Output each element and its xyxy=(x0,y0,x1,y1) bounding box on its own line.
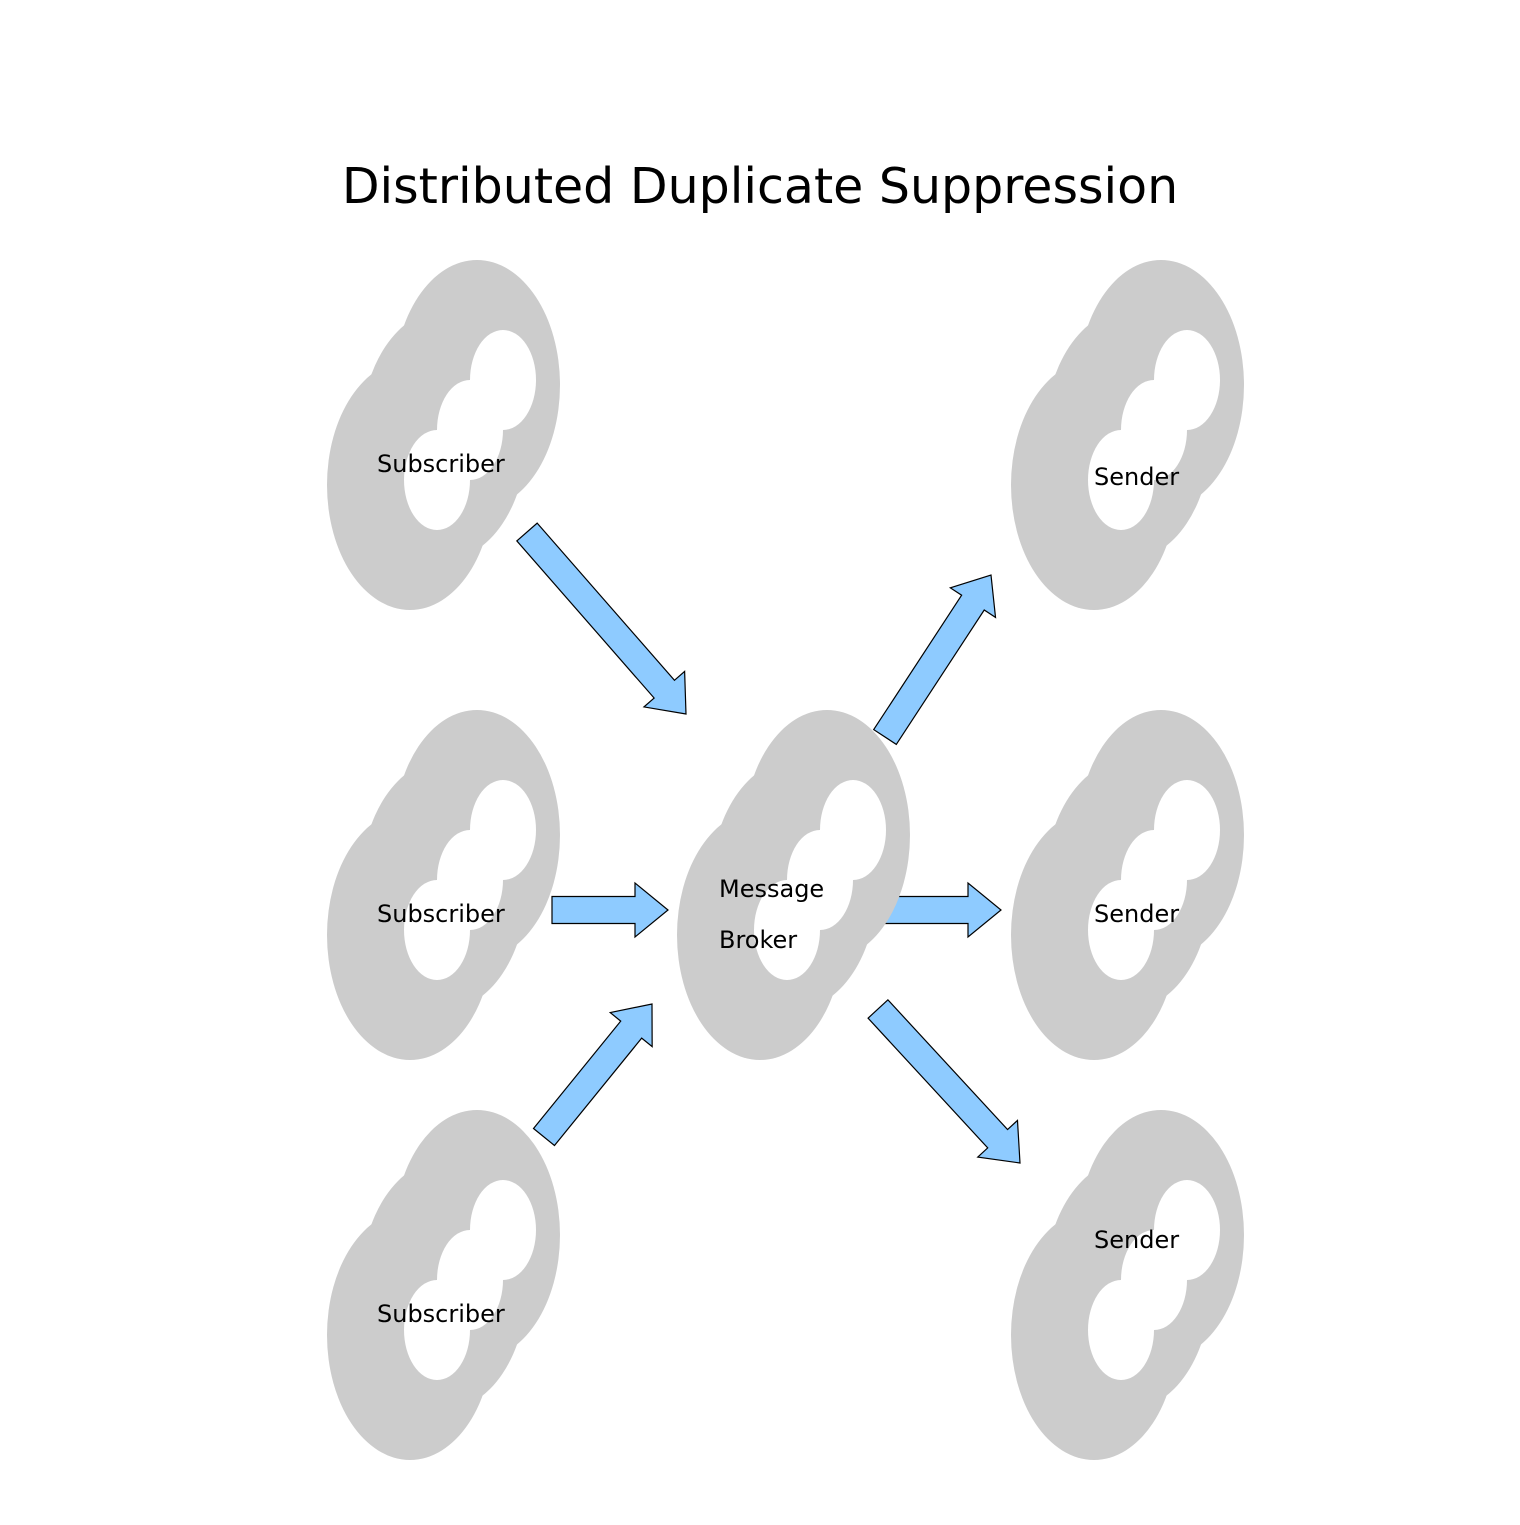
node-label: Sender xyxy=(1094,900,1179,928)
node-subscriber-1 xyxy=(327,260,560,610)
node-label: Subscriber xyxy=(377,900,505,928)
node-hole xyxy=(1088,880,1154,980)
node-hole xyxy=(1088,1280,1154,1380)
arrow-subscriber-2-to-broker xyxy=(551,881,669,939)
node-subscriber-2 xyxy=(327,710,560,1060)
node-hole xyxy=(404,430,470,530)
arrow-broker-to-sender-1 xyxy=(872,574,997,746)
node-hole xyxy=(404,1280,470,1380)
node-subscriber-3 xyxy=(327,1110,560,1460)
arrow-subscriber-1-to-broker xyxy=(515,522,687,715)
node-label: Subscriber xyxy=(377,1300,505,1328)
node-sender-1 xyxy=(1011,260,1244,610)
node-hole xyxy=(404,880,470,980)
node-sender-3 xyxy=(1011,1110,1244,1460)
diagram-title: Distributed Duplicate Suppression xyxy=(341,158,1179,215)
node-hole xyxy=(754,880,820,980)
node-label: Broker xyxy=(719,926,797,954)
arrow-subscriber-3-to-broker xyxy=(532,1003,653,1147)
node-hole xyxy=(1088,430,1154,530)
arrow-broker-to-sender-3 xyxy=(867,999,1021,1164)
node-sender-2 xyxy=(1011,710,1244,1060)
arrow-broker-to-sender-2 xyxy=(884,881,1002,939)
node-broker xyxy=(677,710,910,1060)
node-label: Sender xyxy=(1094,463,1179,491)
node-label: Subscriber xyxy=(377,450,505,478)
node-label: Message xyxy=(719,875,824,903)
node-label: Sender xyxy=(1094,1226,1179,1254)
